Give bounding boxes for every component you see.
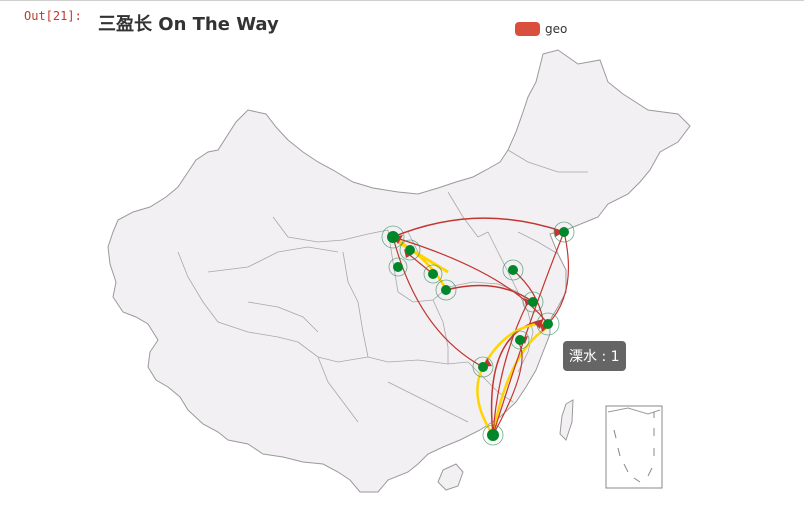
route-line (512, 269, 544, 321)
legend-swatch (515, 22, 540, 36)
route-line (547, 231, 569, 325)
arrow-marker (540, 323, 548, 332)
city-point-lishui (536, 312, 560, 336)
city-point-xian (435, 279, 457, 301)
city-point-hefei (510, 330, 530, 350)
route-line (476, 366, 495, 436)
route-line (492, 231, 565, 436)
city-point-xining (388, 257, 408, 277)
cell-top-border (0, 0, 804, 1)
legend-item-geo[interactable]: geo (515, 22, 567, 36)
south-sea-dashes (613, 412, 655, 483)
route-line (405, 251, 434, 275)
chart-title: 三盈长 On The Way (98, 14, 279, 35)
route-line (445, 284, 534, 303)
route-line (491, 325, 549, 436)
city-point-guilin (472, 356, 494, 378)
route-line (492, 341, 523, 436)
city-point-shandong (502, 259, 524, 281)
city-point-dalian (553, 221, 575, 243)
output-prompt: Out[21]: (24, 9, 82, 23)
arrow-marker (554, 228, 564, 237)
south-sea-inset (605, 405, 663, 489)
route-line (490, 319, 544, 436)
city-point-baotou (423, 264, 443, 284)
province-borders (177, 149, 588, 423)
city-point-nanjing (522, 291, 544, 313)
arrow-marker (534, 320, 543, 329)
map-tooltip: 溧水 : 1 (563, 341, 626, 371)
city-point-ningxia (399, 239, 421, 261)
legend-label: geo (545, 22, 568, 36)
route-line (492, 301, 529, 436)
flight-routes (392, 217, 569, 436)
china-map[interactable] (88, 2, 804, 510)
route-line (392, 217, 565, 238)
hainan-island (437, 463, 464, 491)
taiwan-island (559, 399, 574, 441)
chart-output: 三盈长 On The Way geo 溧水 : 1 (88, 2, 804, 510)
city-point-dongguan (482, 424, 504, 446)
city-point-lanzhou (381, 225, 405, 249)
city-points (381, 221, 575, 446)
